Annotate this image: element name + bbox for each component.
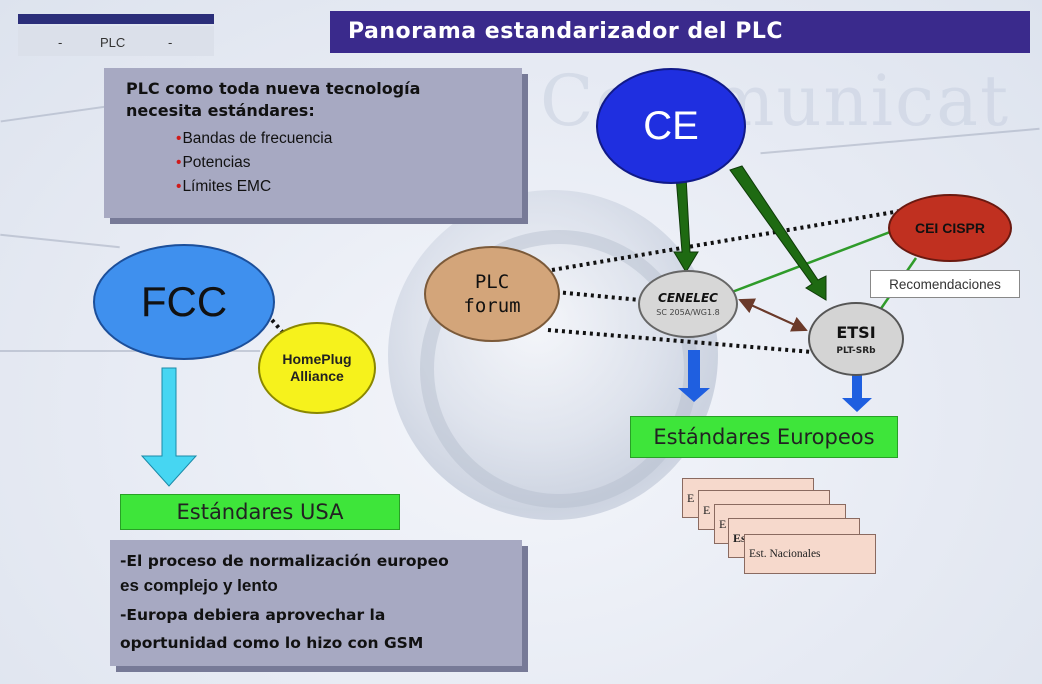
background-tower-line: [0, 350, 260, 352]
plcforum-cei-dotted-link: [551, 208, 907, 272]
section-tag: - PLC -: [18, 26, 214, 56]
etsi-sublabel: PLT-SRb: [836, 345, 876, 356]
cenelec-node: CENELEC SC 205A/WG1.8: [638, 270, 738, 338]
conclusion-line: -El proceso de normalización europeo: [120, 552, 449, 570]
section-tag-dash: -: [58, 35, 63, 50]
ce-node: CE: [596, 68, 746, 184]
national-standard-label: E: [687, 491, 695, 505]
ce-to-cenelec-arrow: [673, 175, 699, 273]
national-standard-card: Est. Nacionales: [744, 534, 876, 574]
intro-heading-line: necesita estándares:: [126, 101, 315, 120]
fcc-node: FCC: [93, 244, 275, 360]
national-standard-label: E: [703, 503, 711, 517]
cenelec-to-europeos-arrow: [678, 350, 710, 402]
homeplug-label: HomePlug: [282, 351, 352, 367]
ce-to-etsi-arrow: [729, 165, 827, 301]
intro-bullet: Bandas de frecuencia: [176, 130, 332, 148]
intro-box: PLC como toda nueva tecnología necesita …: [104, 68, 522, 218]
conclusion-line: es complejo y lento: [120, 576, 278, 595]
etsi-cenelec-link: [738, 298, 807, 331]
conclusion-line: -Europa debiera aprovechar la: [120, 606, 386, 624]
section-tag-label: PLC: [100, 35, 126, 50]
cei-cispr-node: CEI CISPR: [888, 194, 1012, 262]
recomendaciones-label: Recomendaciones: [870, 270, 1020, 298]
estandares-usa-box: Estándares USA: [120, 494, 400, 530]
etsi-label: ETSI: [836, 322, 876, 342]
page-title: Panorama estandarizador del PLC: [348, 19, 783, 44]
intro-heading-line: PLC como toda nueva tecnología: [126, 79, 421, 98]
header-accent-bar: [18, 14, 214, 24]
homeplug-label: Alliance: [290, 368, 344, 384]
intro-heading: PLC como toda nueva tecnología necesita …: [126, 78, 420, 122]
cenelec-sublabel: SC 205A/WG1.8: [656, 308, 720, 317]
cei-cenelec-link: [731, 230, 891, 294]
plcforum-cenelec-dotted-link: [555, 290, 641, 302]
plcforum-etsi-dotted-link: [547, 328, 813, 354]
national-standard-label: Est. Nacionales: [749, 548, 821, 560]
section-tag-dash: -: [168, 35, 173, 50]
cenelec-label: CENELEC: [658, 291, 718, 305]
intro-bullet: Límites EMC: [176, 178, 271, 196]
plc-forum-label: PLC: [474, 271, 510, 293]
fcc-to-usa-arrow: [140, 367, 198, 487]
national-standard-label: E: [719, 517, 727, 531]
conclusion-box: -El proceso de normalización europeo es …: [110, 540, 522, 666]
homeplug-node: HomePlug Alliance: [258, 322, 376, 414]
etsi-to-europeos-arrow: [842, 374, 872, 412]
title-bar: Panorama estandarizador del PLC: [330, 11, 1030, 53]
estandares-europeos-box: Estándares Europeos: [630, 416, 898, 458]
plc-forum-node: PLC forum: [424, 246, 560, 342]
etsi-node: ETSI PLT-SRb: [808, 302, 904, 376]
conclusion-line: oportunidad como lo hizo con GSM: [120, 634, 424, 652]
plc-forum-label: forum: [463, 295, 521, 317]
national-standard-label: Es: [733, 531, 746, 545]
intro-bullet: Potencias: [176, 154, 250, 172]
